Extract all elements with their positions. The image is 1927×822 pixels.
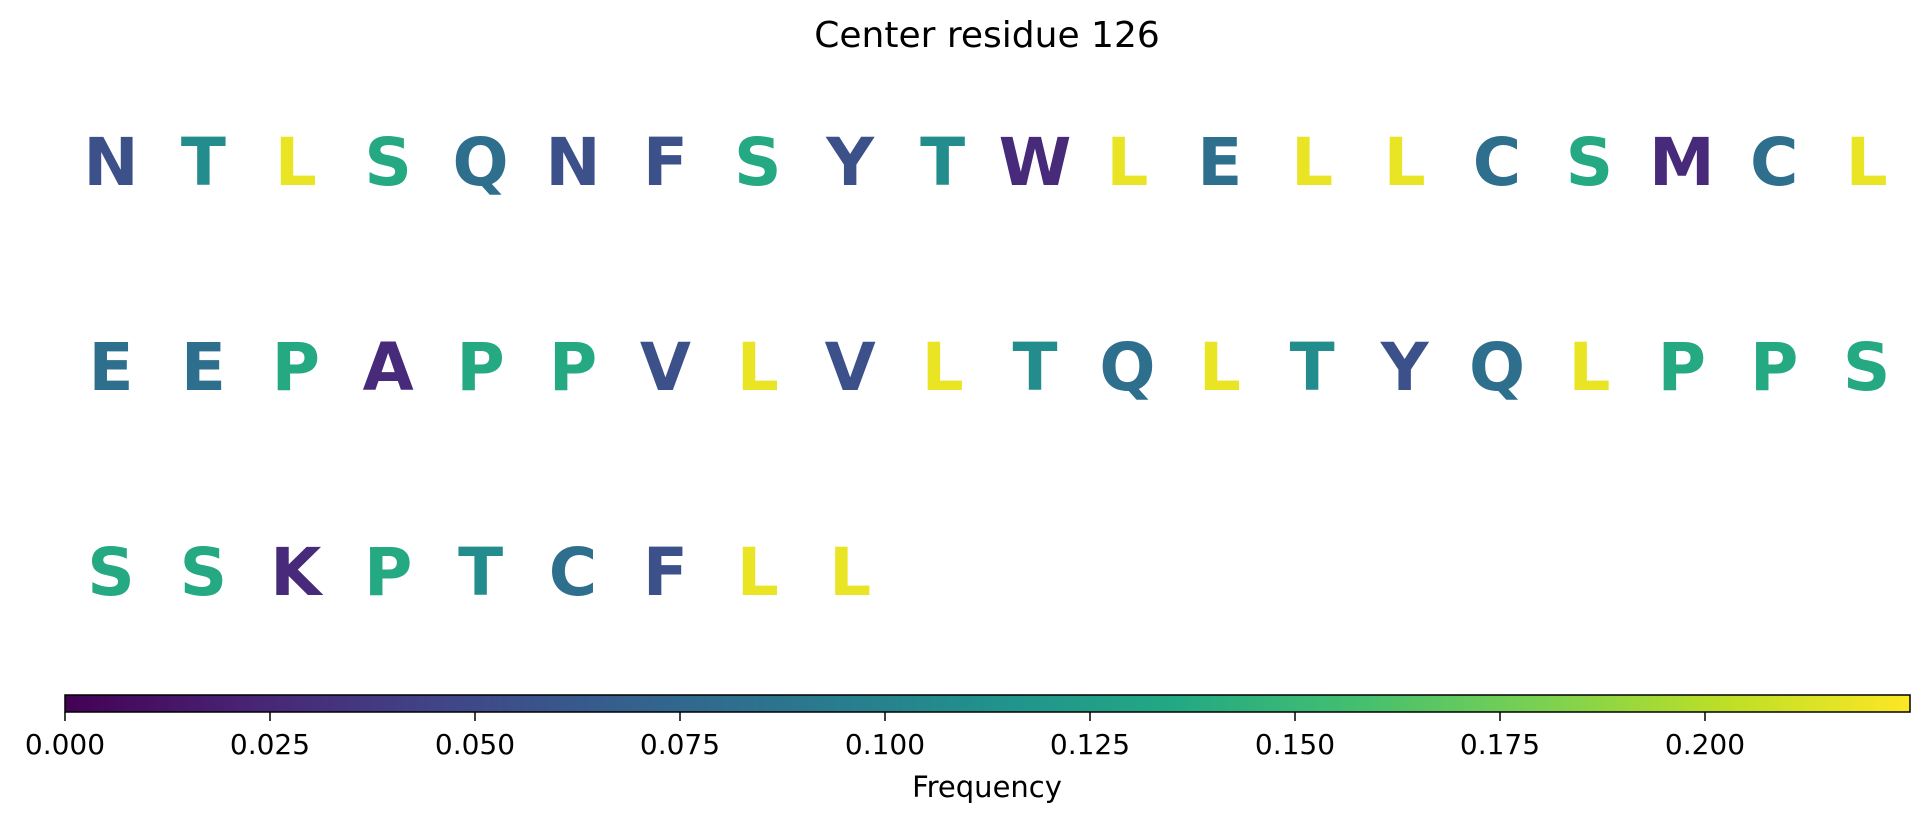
residue-letter: Y (1380, 329, 1430, 406)
residue-letter: C (1750, 124, 1798, 201)
colorbar-tick-label: 0.175 (1460, 728, 1540, 761)
residue-letter: L (1291, 124, 1333, 201)
colorbar-tick-label: 0.200 (1665, 728, 1745, 761)
colorbar-ticks: 0.000 0.025 0.050 0.075 0.100 0.125 0.150 0.175… (25, 712, 1745, 761)
colorbar-tick-label: 0.100 (845, 728, 925, 761)
colorbar-tick-label: 0.000 (25, 728, 105, 761)
residue-letter: S (180, 534, 228, 611)
residue-letter: E (88, 329, 133, 406)
colorbar-tick-label: 0.125 (1050, 728, 1130, 761)
residue-letter: S (87, 534, 135, 611)
residue-letter: C (1473, 124, 1521, 201)
residue-letter: Q (1469, 329, 1525, 406)
colorbar-tick-label: 0.025 (230, 728, 310, 761)
residue-letter: F (643, 534, 688, 611)
residue-letter: S (1566, 124, 1614, 201)
residue-letter: L (922, 329, 964, 406)
residue-letter: P (364, 534, 412, 611)
residue-letter: V (640, 329, 691, 406)
residue-letter: L (1384, 124, 1426, 201)
residue-letter: T (181, 124, 226, 201)
residue-letter: Y (825, 124, 875, 201)
residue-letter: C (549, 534, 597, 611)
chart-title: Center residue 126 (814, 15, 1160, 56)
residue-letter: N (545, 124, 600, 201)
residue-letter: L (275, 124, 317, 201)
residue-letter: L (829, 534, 871, 611)
colorbar-tick-label: 0.050 (435, 728, 515, 761)
residue-letter: T (458, 534, 503, 611)
residue-letter: P (272, 329, 320, 406)
residue-letter: A (363, 329, 414, 406)
residue-letter: L (737, 329, 779, 406)
residue-letter: N (83, 124, 138, 201)
residue-letter: E (1197, 124, 1242, 201)
residue-letter: K (270, 534, 324, 611)
residue-letter: L (1199, 329, 1241, 406)
residue-letter: L (1106, 124, 1148, 201)
residue-letter: P (1750, 329, 1798, 406)
residue-letter: S (734, 124, 782, 201)
residue-letter: T (1290, 329, 1335, 406)
residue-letter: Q (453, 124, 509, 201)
colorbar-tick-label: 0.075 (640, 728, 720, 761)
residue-letter: F (643, 124, 688, 201)
residue-letter: L (1846, 124, 1888, 201)
residue-letter: Q (1099, 329, 1155, 406)
residue-letter: M (1649, 124, 1715, 201)
residue-letter: S (364, 124, 412, 201)
residue-letter: E (181, 329, 226, 406)
residue-letter: S (1843, 329, 1891, 406)
residue-letter: L (1568, 329, 1610, 406)
residue-letter: L (737, 534, 779, 611)
colorbar-label: Frequency (912, 770, 1062, 804)
residue-letter: P (549, 329, 597, 406)
residue-letter: P (456, 329, 504, 406)
colorbar-tick-label: 0.150 (1255, 728, 1335, 761)
residue-letter: P (1658, 329, 1706, 406)
residue-letter: W (999, 124, 1072, 201)
colorbar: 0.000 0.025 0.050 0.075 0.100 0.125 0.150 0.175… (25, 694, 1911, 804)
residue-letter: T (920, 124, 965, 201)
residue-letter: V (825, 329, 876, 406)
colorbar-gradient (64, 694, 1911, 713)
residue-letter: T (1012, 329, 1057, 406)
